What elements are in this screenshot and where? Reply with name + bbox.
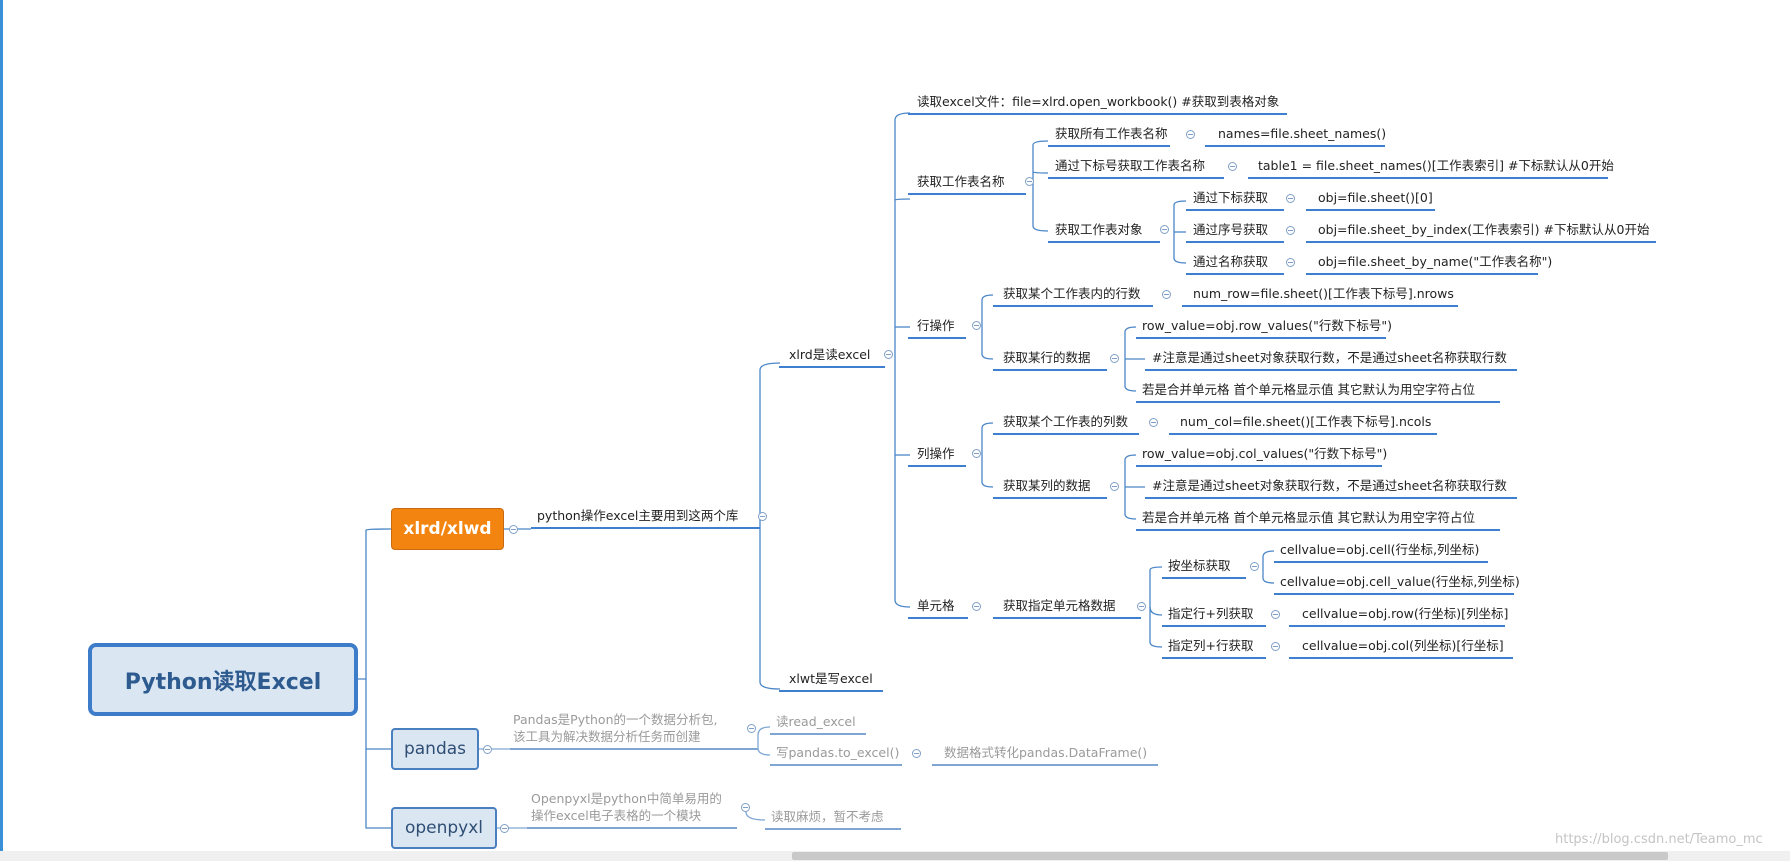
col-merge-note[interactable]: 若是合并单元格 首个单元格显示值 其它默认为用空字符占位 xyxy=(1142,510,1475,525)
collapse-icon[interactable] xyxy=(483,745,492,754)
pandas-node[interactable]: pandas xyxy=(391,728,479,770)
collapse-icon[interactable] xyxy=(1286,258,1295,267)
collapse-icon[interactable] xyxy=(1025,177,1034,186)
row-count-node[interactable]: 获取某个工作表内的行数 xyxy=(1003,286,1141,301)
window-left-border xyxy=(0,0,3,861)
sheet-by-name-code[interactable]: obj=file.sheet_by_name("工作表名称") xyxy=(1318,254,1553,269)
collapse-icon[interactable] xyxy=(500,824,509,833)
root-node[interactable]: Python读取Excel xyxy=(88,643,358,716)
collapse-icon[interactable] xyxy=(1137,602,1146,611)
collapse-icon[interactable] xyxy=(1271,610,1280,619)
watermark: https://blog.csdn.net/Teamo_mc xyxy=(1555,832,1763,847)
all-sheet-names-code[interactable]: names=file.sheet_names() xyxy=(1218,126,1387,141)
pandas-read-node[interactable]: 读read_excel xyxy=(776,714,856,729)
collapse-icon[interactable] xyxy=(747,724,756,733)
openpyxl-desc-line2: 操作excel电子表格的一个模块 xyxy=(531,808,702,823)
xlrd-xlwd-node[interactable]: xlrd/xlwd xyxy=(391,508,504,550)
row-count-code[interactable]: num_row=file.sheet()[工作表下标号].nrows xyxy=(1193,286,1454,301)
row-ops-node[interactable]: 行操作 xyxy=(917,318,955,333)
collapse-icon[interactable] xyxy=(1149,418,1158,427)
python-excel-libs-node[interactable]: python操作excel主要用到这两个库 xyxy=(537,508,739,523)
sheet-object-node[interactable]: 获取工作表对象 xyxy=(1055,222,1143,237)
collapse-icon[interactable] xyxy=(758,512,767,521)
col-row-node[interactable]: 指定列+行获取 xyxy=(1168,638,1254,653)
col-data-node[interactable]: 获取某列的数据 xyxy=(1003,478,1091,493)
collapse-icon[interactable] xyxy=(1228,162,1237,171)
row-merge-note[interactable]: 若是合并单元格 首个单元格显示值 其它默认为用空字符占位 xyxy=(1142,382,1475,397)
cell-coord-code[interactable]: cellvalue=obj.cell(行坐标,列坐标) xyxy=(1280,542,1480,557)
sheet-by-name-node[interactable]: 通过名称获取 xyxy=(1193,254,1269,269)
cell-node[interactable]: 单元格 xyxy=(917,598,955,613)
cell-value-coord-code[interactable]: cellvalue=obj.cell_value(行坐标,列坐标) xyxy=(1280,574,1520,589)
col-data-note[interactable]: #注意是通过sheet对象获取行数，不是通过sheet名称获取行数 xyxy=(1152,478,1507,493)
sheet-by-index-code[interactable]: obj=file.sheet()[0] xyxy=(1318,190,1433,205)
row-data-note[interactable]: #注意是通过sheet对象获取行数，不是通过sheet名称获取行数 xyxy=(1152,350,1507,365)
col-count-node[interactable]: 获取某个工作表的列数 xyxy=(1003,414,1129,429)
pandas-desc-line1: Pandas是Python的一个数据分析包, xyxy=(513,712,718,727)
collapse-icon[interactable] xyxy=(972,449,981,458)
collapse-icon[interactable] xyxy=(1286,226,1295,235)
scrollbar-thumb[interactable] xyxy=(792,852,1668,860)
collapse-icon[interactable] xyxy=(972,321,981,330)
collapse-icon[interactable] xyxy=(1271,642,1280,651)
collapse-icon[interactable] xyxy=(972,602,981,611)
col-data-code[interactable]: row_value=obj.col_values("行数下标号") xyxy=(1142,446,1388,461)
col-row-code[interactable]: cellvalue=obj.col(列坐标)[行坐标] xyxy=(1302,638,1504,653)
xlwt-write-node[interactable]: xlwt是写excel xyxy=(789,671,873,686)
xlrd-read-node[interactable]: xlrd是读excel xyxy=(789,347,871,362)
row-data-code[interactable]: row_value=obj.row_values("行数下标号") xyxy=(1142,318,1393,333)
collapse-icon[interactable] xyxy=(884,350,893,359)
collapse-icon[interactable] xyxy=(1250,562,1259,571)
collapse-icon[interactable] xyxy=(1286,194,1295,203)
openpyxl-desc-line1: Openpyxl是python中简单易用的 xyxy=(531,791,722,806)
row-col-code[interactable]: cellvalue=obj.row(行坐标)[列坐标] xyxy=(1302,606,1509,621)
sheet-by-seq-code[interactable]: obj=file.sheet_by_index(工作表索引) #下标默认从0开始 xyxy=(1318,222,1650,237)
get-cell-data-node[interactable]: 获取指定单元格数据 xyxy=(1003,598,1116,613)
col-count-code[interactable]: num_col=file.sheet()[工作表下标号].ncols xyxy=(1180,414,1432,429)
pandas-desc-line2: 该工具为解决数据分析任务而创建 xyxy=(513,729,701,744)
openpyxl-node[interactable]: openpyxl xyxy=(391,807,497,849)
col-ops-node[interactable]: 列操作 xyxy=(917,446,955,461)
openpyxl-desc-node[interactable]: Openpyxl是python中简单易用的 操作excel电子表格的一个模块 xyxy=(531,790,722,824)
collapse-icon[interactable] xyxy=(912,749,921,758)
collapse-icon[interactable] xyxy=(1160,225,1169,234)
collapse-icon[interactable] xyxy=(509,525,518,534)
sheet-by-index-node[interactable]: 通过下标获取 xyxy=(1193,190,1269,205)
by-coord-node[interactable]: 按坐标获取 xyxy=(1168,558,1231,573)
sheet-names-node[interactable]: 获取工作表名称 xyxy=(917,174,1005,189)
row-data-node[interactable]: 获取某行的数据 xyxy=(1003,350,1091,365)
collapse-icon[interactable] xyxy=(1110,482,1119,491)
openpyxl-note-node[interactable]: 读取麻烦，暂不考虑 xyxy=(771,809,884,824)
open-workbook-node[interactable]: 读取excel文件：file=xlrd.open_workbook() #获取到… xyxy=(917,94,1280,109)
pandas-write-node[interactable]: 写pandas.to_excel() xyxy=(776,745,900,760)
collapse-icon[interactable] xyxy=(1162,290,1171,299)
all-sheet-names-node[interactable]: 获取所有工作表名称 xyxy=(1055,126,1168,141)
collapse-icon[interactable] xyxy=(741,803,750,812)
pandas-write-note[interactable]: 数据格式转化pandas.DataFrame() xyxy=(944,745,1148,760)
collapse-icon[interactable] xyxy=(1186,130,1195,139)
pandas-desc-node[interactable]: Pandas是Python的一个数据分析包, 该工具为解决数据分析任务而创建 xyxy=(513,711,717,745)
sheet-by-seq-node[interactable]: 通过序号获取 xyxy=(1193,222,1269,237)
sheet-name-by-index-node[interactable]: 通过下标号获取工作表名称 xyxy=(1055,158,1206,173)
collapse-icon[interactable] xyxy=(1110,354,1119,363)
sheet-name-by-index-code[interactable]: table1 = file.sheet_names()[工作表索引] #下标默认… xyxy=(1258,158,1614,173)
row-col-node[interactable]: 指定行+列获取 xyxy=(1168,606,1254,621)
